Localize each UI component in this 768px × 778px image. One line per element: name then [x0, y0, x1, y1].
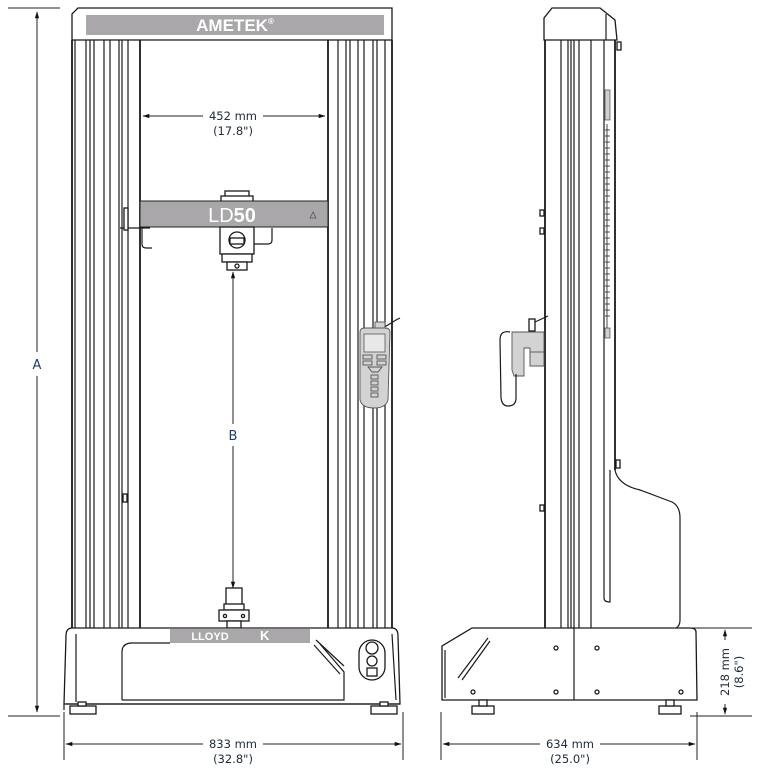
front-base: LLOYD K [63, 627, 401, 715]
base-brand-band [170, 629, 310, 643]
handset-side [499, 315, 549, 407]
dimension-depth: 634 mm (25.0") [440, 712, 698, 766]
dimension-833-mm: 833 mm [209, 737, 257, 751]
top-brand-ametek: AMETEK® [196, 16, 274, 35]
control-knob [365, 641, 379, 655]
moving-crosshead: LD50 [120, 190, 329, 271]
left-column [71, 40, 141, 628]
lloyd-logo-icon: K [260, 628, 270, 643]
side-foot-rear [658, 705, 682, 715]
dimension-base-height: 218 mm (8.6") [690, 627, 752, 717]
side-view: 218 mm (8.6") 634 mm (25.0") [440, 7, 752, 766]
dimension-634-in: (25.0") [550, 752, 590, 766]
right-column [327, 40, 393, 628]
pen-holder-icon [457, 637, 491, 681]
dimension-833-in: (32.8") [213, 752, 253, 766]
front-foot-left [69, 705, 97, 715]
control-button [366, 655, 378, 667]
left-limit-stop [122, 493, 128, 503]
base-brand-lloyd: LLOYD [191, 631, 228, 643]
dimension-column-spacing: 452 mm (17.8") [142, 109, 326, 138]
top-brand-band [86, 15, 384, 35]
dimension-634-mm: 634 mm [546, 737, 594, 751]
lower-grip-fixture [218, 587, 250, 629]
side-base [441, 627, 698, 715]
warning-triangle-icon [309, 211, 317, 219]
side-foot-front [471, 705, 495, 715]
rear-housing [614, 469, 681, 629]
dimension-a-label: A [33, 358, 42, 373]
control-switch [366, 667, 378, 677]
dimension-a: A [8, 7, 60, 717]
front-foot-right [370, 705, 398, 715]
side-top-cap [543, 7, 618, 41]
crosshead-model-label: LD50 [208, 205, 256, 227]
dimension-b-label: B [229, 429, 238, 444]
handset-display [363, 333, 386, 353]
dimension-b: B [229, 271, 238, 589]
dimension-452-in: (17.8") [213, 124, 253, 138]
dimension-218-mm: 218 mm [718, 648, 732, 696]
front-view: A AMETEK® [8, 7, 404, 766]
dimension-width: 833 mm (32.8") [63, 712, 404, 766]
handset-controller [359, 317, 401, 409]
dimension-452-mm: 452 mm [209, 109, 257, 123]
dimension-218-in: (8.6") [732, 656, 746, 689]
side-column [544, 40, 616, 628]
limit-stop-rail [604, 89, 621, 469]
